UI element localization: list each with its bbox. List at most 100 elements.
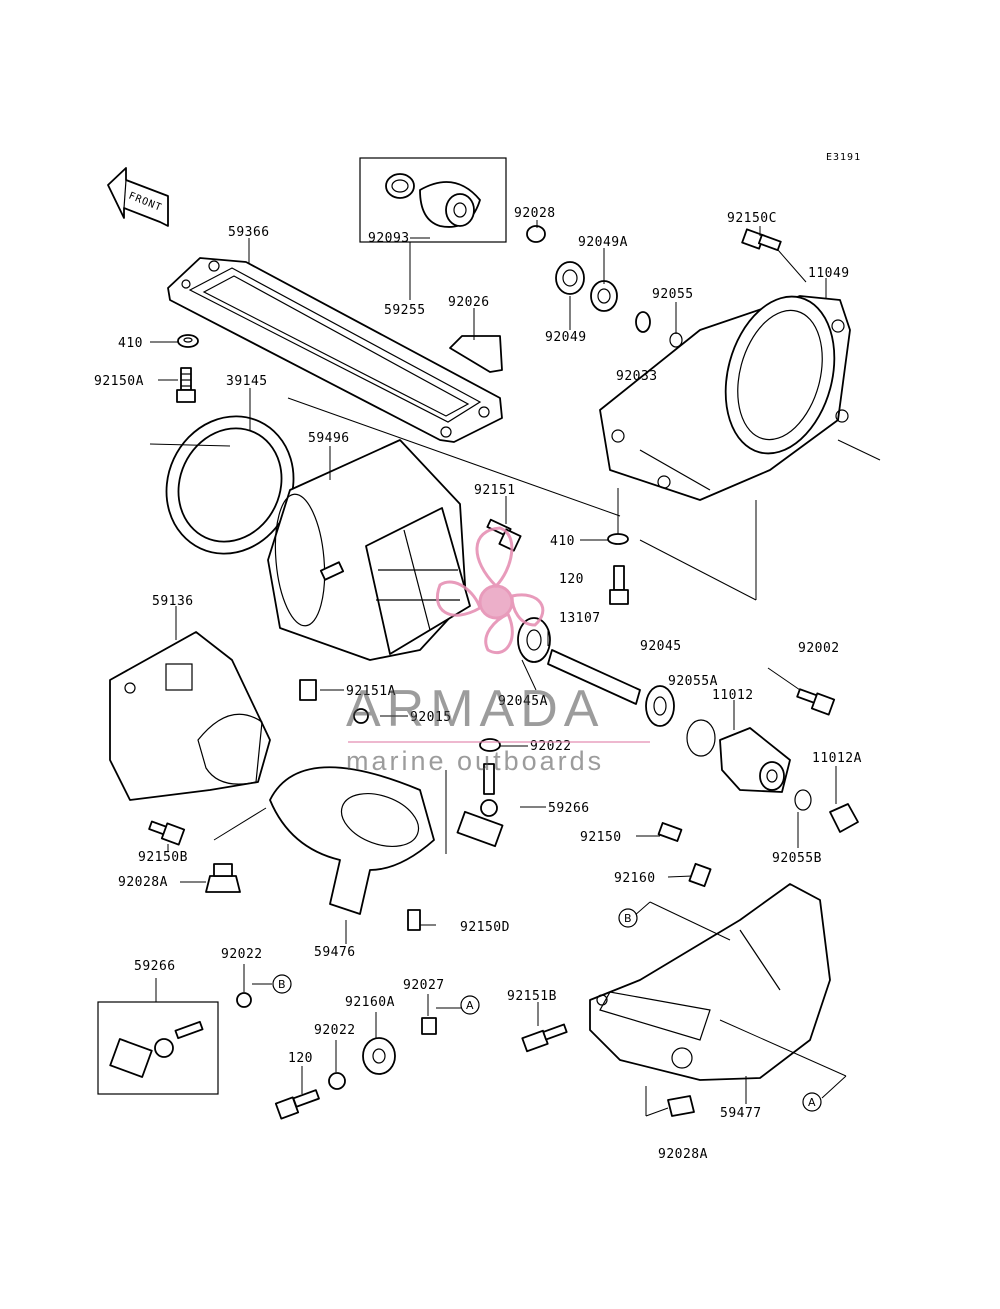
ref-marker-b-upper: B (618, 908, 638, 928)
part-label: 92026 (448, 295, 490, 310)
part-label: 92151B (507, 989, 557, 1004)
bolt-92151b (521, 1023, 568, 1053)
part-label: 92033 (616, 369, 658, 384)
bushing-92028a (205, 875, 241, 893)
part-label: 92015 (410, 710, 452, 725)
part-label: 92151 (474, 483, 516, 498)
impeller-kit-box-59255 (359, 157, 507, 243)
part-labels: 59366 410 92150A 39145 59496 92093 59255… (94, 206, 861, 1162)
part-label: 92150C (727, 211, 777, 226)
svg-text:A: A (808, 1096, 816, 1109)
part-label: 13107 (559, 611, 601, 626)
watermark-tagline: marine outboards (346, 746, 604, 776)
bushing-92028 (526, 225, 546, 243)
bolt-120-upper (609, 565, 629, 605)
part-label: 92027 (403, 978, 445, 993)
part-label: 92028 (514, 206, 556, 221)
jet-body-59496 (267, 439, 471, 661)
part-label: 92055 (652, 287, 694, 302)
bolt-92150a (176, 367, 196, 403)
part-label: 59477 (720, 1106, 762, 1121)
seal-92049a (590, 280, 618, 312)
pivot-59266-center (456, 763, 504, 848)
bolt-92151 (486, 518, 522, 552)
part-label: 92150 (580, 830, 622, 845)
svg-text:B: B (624, 912, 632, 925)
washer-410-top (177, 334, 199, 348)
part-label: 92022 (221, 947, 263, 962)
spacer-92151a (299, 679, 317, 701)
part-label: 92055A (668, 674, 718, 689)
part-label: 92151A (346, 684, 396, 699)
part-label: 59136 (152, 594, 194, 609)
part-label: 92055B (772, 851, 822, 866)
o-ring-92055b (794, 789, 812, 811)
part-label: 120 (288, 1051, 313, 1066)
washer-410-lower (607, 533, 629, 545)
bushing-92160a (362, 1037, 396, 1075)
part-label: 92150A (94, 374, 144, 389)
diagram-code: E3191 (826, 152, 861, 163)
bolt-92002 (796, 688, 836, 716)
part-label: 59366 (228, 225, 270, 240)
circlip-92033 (635, 311, 651, 333)
bushing-92160 (688, 862, 712, 888)
ref-marker-b-lower: B (272, 974, 292, 994)
bolt-92150 (657, 822, 683, 842)
part-label: 92049 (545, 330, 587, 345)
part-label: 92045A (498, 694, 548, 709)
watermark-brand: ARMADA (346, 680, 604, 738)
nozzle-59476 (269, 766, 435, 915)
part-label: 11049 (808, 266, 850, 281)
washer-92022-b (236, 992, 252, 1008)
part-label: 92150B (138, 850, 188, 865)
ring-39145 (165, 415, 295, 555)
ref-marker-a-center: A (460, 995, 480, 1015)
pump-cover-plate-59366 (167, 257, 503, 443)
collar-92027 (421, 1017, 437, 1035)
part-label: 92150D (460, 920, 510, 935)
bushing-92028a-lower (667, 1095, 695, 1117)
part-label: 39145 (226, 374, 268, 389)
part-label: 92028A (118, 875, 168, 890)
part-label: 59476 (314, 945, 356, 960)
bolt-120-lower (274, 1089, 320, 1120)
part-label: 92049A (578, 235, 628, 250)
bearing-92045 (645, 685, 675, 727)
ref-marker-a-right: A (802, 1092, 822, 1112)
cover-59477 (589, 883, 831, 1081)
propeller-logo-icon (435, 526, 545, 654)
cap-11012a (829, 803, 859, 833)
leader-lines (149, 220, 881, 1117)
seal-92049 (555, 261, 585, 295)
part-label: 59255 (384, 303, 426, 318)
nut-92015 (353, 708, 369, 724)
part-label: 410 (118, 336, 143, 351)
bolt-92150d (407, 909, 421, 931)
pivot-kit-box-59266 (97, 1001, 219, 1095)
part-label: 59496 (308, 431, 350, 446)
part-label: 59266 (548, 801, 590, 816)
watermark: ARMADA marine outboards (346, 526, 650, 776)
washer-92022-c (328, 1072, 346, 1090)
svg-text:B: B (278, 978, 286, 991)
cap-11012 (719, 727, 791, 793)
part-label: 92002 (798, 641, 840, 656)
part-label: 92028A (658, 1147, 708, 1162)
part-label: 59266 (134, 959, 176, 974)
part-label: 120 (559, 572, 584, 587)
pivot-59266-lower (109, 1020, 204, 1078)
part-label: 92045 (640, 639, 682, 654)
svg-text:A: A (466, 999, 474, 1012)
bolt-92150b (148, 820, 186, 846)
front-arrow-icon: FRONT (107, 167, 169, 227)
pump-housing-11049 (599, 295, 851, 501)
housing-59136 (109, 631, 271, 801)
bolt-92150c (741, 228, 782, 252)
part-label: 92093 (368, 231, 410, 246)
part-label: 92160 (614, 871, 656, 886)
impeller-92093 (385, 173, 481, 228)
cap-92026 (449, 335, 503, 373)
part-label: 410 (550, 534, 575, 549)
